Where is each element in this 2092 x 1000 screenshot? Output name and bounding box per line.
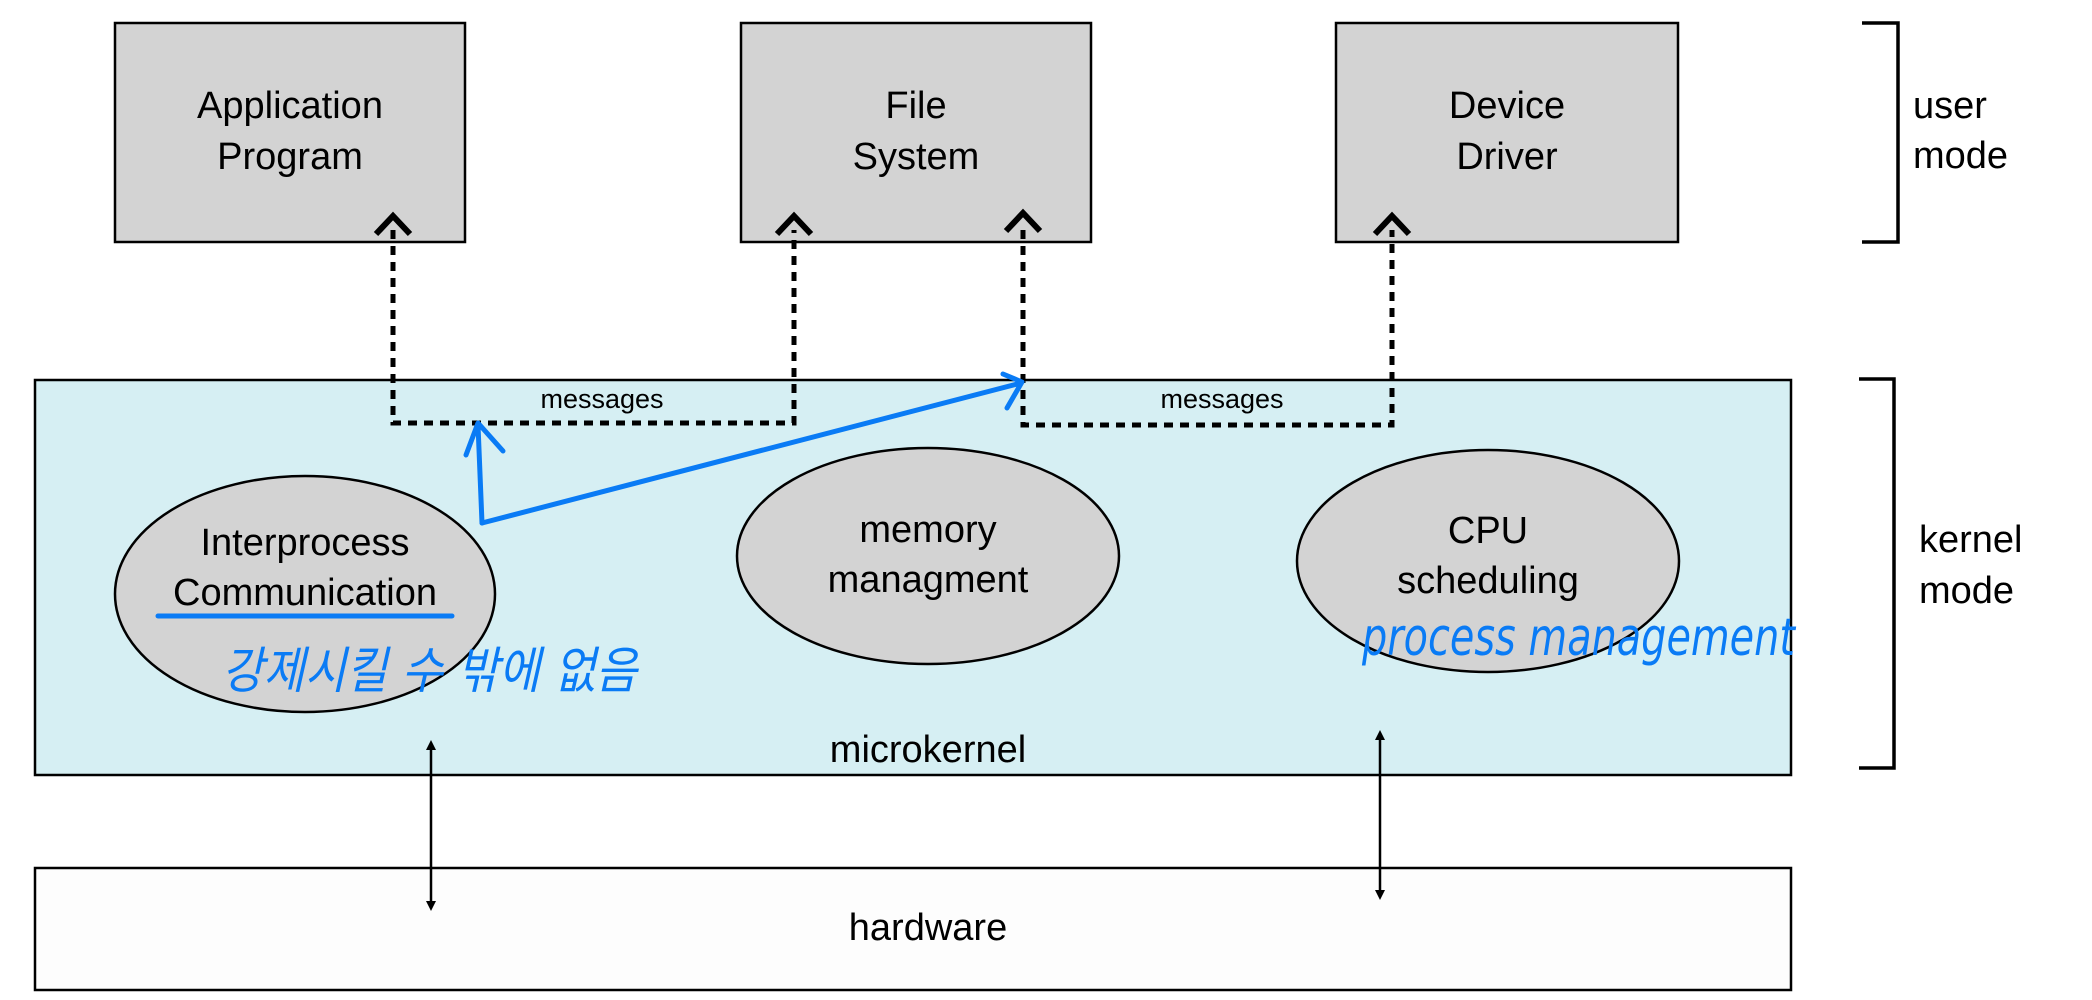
memory-line1: memory [859, 509, 996, 551]
kernel-mode-line1: kernel [1919, 519, 2023, 561]
memory-management-component: memory managment [735, 446, 1121, 666]
kernel-mode-line2: mode [1919, 570, 2014, 612]
file-system-line1: File [885, 85, 946, 127]
handwritten-annotations: 강제시킬 수 밖에 없음 process management [155, 371, 1796, 700]
ink-arrow-up [463, 420, 506, 526]
hardware-region [33, 866, 1793, 992]
cpu-line2: scheduling [1397, 560, 1579, 602]
application-program-line2: Program [217, 136, 363, 178]
ipc-line2: Communication [173, 572, 437, 614]
message-path-left [390, 230, 797, 426]
device-driver-line1: Device [1449, 85, 1565, 127]
chevron-up-icon [373, 211, 413, 237]
cpu-line1: CPU [1448, 510, 1528, 552]
chevron-up-icon [1003, 208, 1043, 234]
ipc-note: 강제시킬 수 밖에 없음 [222, 642, 640, 700]
file-system-line2: System [853, 136, 980, 178]
user-mode-line2: mode [1913, 135, 2008, 177]
kernel-mode-bracket [1859, 377, 1896, 770]
messages-label-left: messages [540, 384, 663, 414]
ipc-component: Interprocess Communication [113, 474, 497, 714]
message-path-right [1020, 230, 1395, 428]
chevron-up-icon [774, 211, 814, 237]
device-driver-box: Device Driver [1334, 21, 1680, 244]
device-driver-line2: Driver [1456, 136, 1558, 178]
cpu-scheduling-component: CPU scheduling [1295, 448, 1681, 674]
user-mode-bracket [1862, 21, 1900, 244]
messages-label-right: messages [1160, 384, 1283, 414]
application-program-line1: Application [197, 85, 383, 127]
ipc-line1: Interprocess [200, 522, 409, 564]
memory-line2: managment [828, 559, 1029, 601]
cpu-note: process management [1361, 608, 1796, 668]
chevron-up-icon [1372, 211, 1412, 237]
hardware-label: hardware [849, 907, 1007, 949]
file-system-box: File System [739, 21, 1093, 244]
ink-arrow-to-file-system [479, 371, 1025, 526]
microkernel-label: microkernel [830, 729, 1026, 771]
user-mode-line1: user [1913, 85, 1987, 127]
application-program-box: Application Program [113, 21, 467, 244]
